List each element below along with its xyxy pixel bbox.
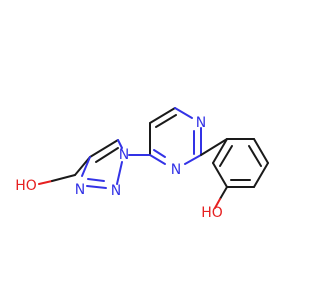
bond-c5-c6-a — [149, 107, 176, 124]
bond-n3-c4-b — [153, 149, 166, 158]
bond-n2-n3-a — [86, 185, 107, 189]
bond-n3-c4-a — [149, 154, 166, 165]
bond-ph-c5-c6 — [212, 162, 228, 188]
bond-c2-n3 — [184, 154, 202, 165]
triazole-n2-label: N — [111, 183, 121, 199]
molecule-diagram: N N N N N HO HO — [15, 107, 269, 221]
bond-ch2-c4 — [74, 156, 91, 176]
atom-labels: N N N N N HO HO — [15, 115, 223, 221]
bond-pyrimidine-phenyl — [200, 138, 228, 156]
phenol-oh-label: HO — [201, 205, 223, 221]
hydroxymethyl-oh-label: HO — [15, 178, 37, 194]
bond-ph-c2-c3-b — [248, 145, 262, 167]
bond-ph-c5-o-red — [214, 198, 221, 209]
bond-o-ch2 — [51, 174, 76, 182]
bond-n1-n2 — [116, 161, 123, 185]
bond-ph-c2-c3-a — [253, 138, 269, 164]
pyrimidine-n1-label: N — [196, 115, 206, 131]
bond-ph-c3-c4 — [253, 162, 269, 188]
bond-ho-oxygen-red — [38, 180, 53, 185]
triazole-n3-label: N — [75, 182, 85, 198]
pyrimidine-n3-label: N — [171, 162, 181, 178]
bond-layer — [38, 107, 269, 209]
bond-c4-c5-b — [95, 147, 119, 163]
bond-c6-n1 — [174, 107, 193, 119]
bond-n2-n3-b — [87, 178, 105, 182]
triazole-n1-label: N — [119, 147, 129, 163]
bond-n3-c4 — [81, 156, 91, 177]
bond-c4-c5-a — [89, 139, 119, 158]
bond-ph-c6-c1-a — [212, 138, 228, 164]
bond-ph-c5-o-black — [219, 186, 228, 200]
bond-ph-c6-c1-b — [219, 145, 233, 167]
bond-c5-n1 — [117, 139, 123, 149]
bond-c5-c6-b — [155, 114, 177, 128]
